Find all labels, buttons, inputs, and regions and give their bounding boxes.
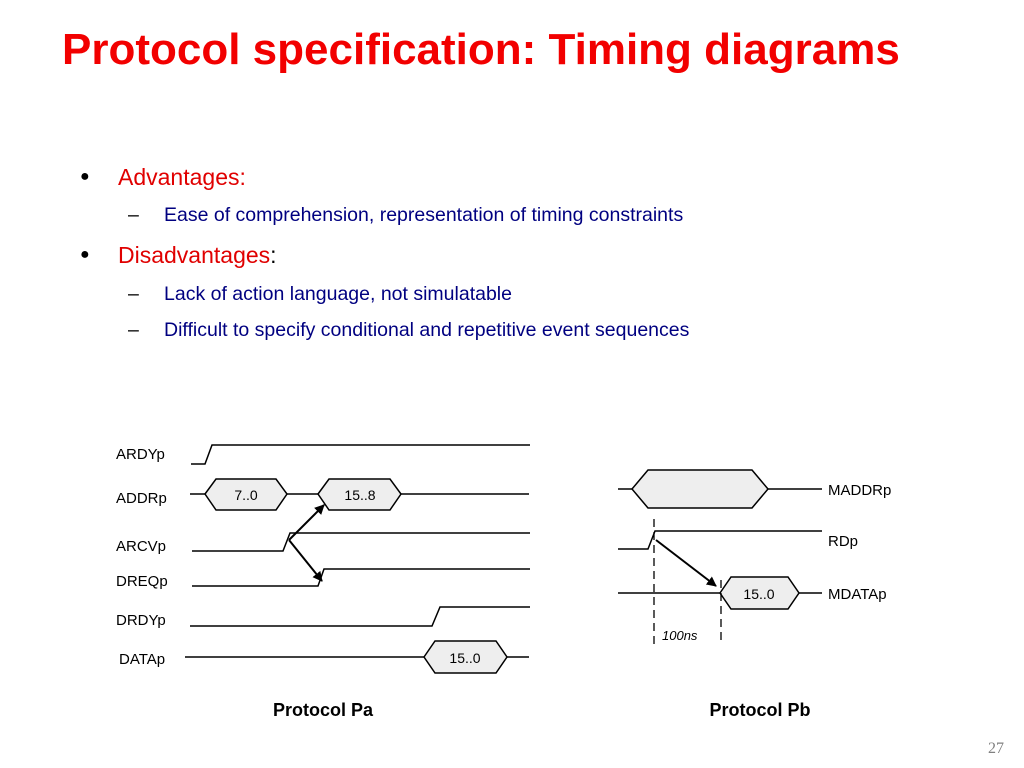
data-value: 15..0 — [449, 650, 480, 666]
caption-protocol-pb: Protocol Pb — [709, 700, 810, 720]
addr-value-high: 15..8 — [344, 487, 375, 503]
waveform-rdp — [618, 530, 822, 550]
bullet-suffix: : — [270, 242, 277, 268]
waveform-dreqp — [192, 568, 530, 587]
signal-label-drdyp: DRDYp — [116, 612, 166, 629]
page-number: 27 — [988, 740, 1004, 757]
sub-bullet-text: Difficult to specify conditional and rep… — [164, 319, 690, 341]
waveform-mdatap: 15..0 — [618, 576, 822, 610]
protocol-pa-diagram: ARDYp ADDRp ARCVp DREQp DRDYp DATAp 7..0… — [116, 444, 530, 720]
bullet-dot-icon: ● — [80, 168, 90, 185]
dash-icon: – — [128, 204, 139, 226]
waveform-drdyp — [190, 606, 530, 627]
signal-label-mdatap: MDATAp — [828, 586, 887, 603]
arrow-arcvp-to-dreqp — [288, 539, 323, 582]
signal-label-addrp: ADDRp — [116, 490, 167, 507]
waveform-datap: 15..0 — [185, 640, 529, 674]
signal-label-arcvp: ARCVp — [116, 538, 166, 555]
signal-label-datap: DATAp — [119, 651, 165, 668]
bullet-label: Advantages: — [118, 164, 246, 190]
waveform-ardyp — [191, 444, 530, 465]
delay-label: 100ns — [662, 628, 698, 643]
waveform-addrp: 7..0 15..8 — [190, 478, 529, 511]
waveform-maddrp — [618, 469, 822, 509]
sub-bullet-text: Ease of comprehension, representation of… — [164, 204, 684, 226]
signal-label-dreqp: DREQp — [116, 573, 168, 590]
dash-icon: – — [128, 319, 139, 341]
slide-title: Protocol specification: Timing diagrams — [62, 25, 900, 74]
arrow-arcvp-to-addrp — [288, 504, 325, 541]
protocol-pb-diagram: MADDRp RDp 15..0 MDATAp 100ns Protocol P… — [618, 469, 891, 720]
addr-value-low: 7..0 — [234, 487, 258, 503]
sub-bullet-text: Lack of action language, not simulatable — [164, 283, 512, 305]
waveform-arcvp — [192, 532, 530, 552]
bullet-label: Disadvantages — [118, 242, 271, 268]
caption-protocol-pa: Protocol Pa — [273, 700, 374, 720]
signal-label-maddrp: MADDRp — [828, 482, 891, 499]
dash-icon: – — [128, 283, 139, 305]
signal-label-ardyp: ARDYp — [116, 446, 165, 463]
arrow-rdp-to-mdatap — [655, 539, 717, 587]
mdata-value: 15..0 — [743, 586, 774, 602]
signal-label-rdp: RDp — [828, 533, 858, 550]
bullet-dot-icon: ● — [80, 246, 90, 263]
